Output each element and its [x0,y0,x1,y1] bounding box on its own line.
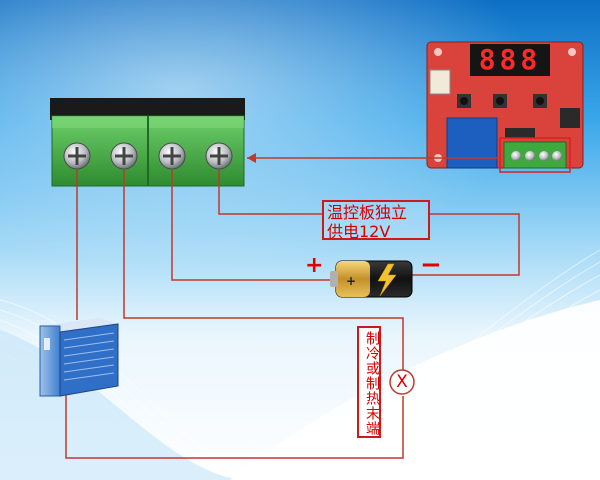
terminal-block-icon [50,98,245,187]
supply-label-line2: 供电12V [327,222,391,241]
terminal-screw-4 [205,142,233,170]
battery-icon: + [330,260,413,298]
board-buttons [457,94,547,108]
terminal-screw-3 [158,142,186,170]
board-terminal-highlight [499,137,571,173]
lamp-load-icon [389,369,415,395]
load-label: 制冷或制热末端 [357,326,381,438]
thermostat-board-icon [426,41,584,173]
background-white-wave [230,300,600,480]
terminal-screw-1 [63,142,91,170]
chiller-unit-icon [39,318,119,397]
supply-label-line1: 温控板独立 [327,203,408,222]
wire-supply-minus [412,213,520,276]
led-display [470,44,550,76]
led-digits: 888 [478,43,542,76]
wires [65,157,520,459]
terminal-screw-2 [110,142,138,170]
wire-load-chiller [65,395,404,459]
relay [446,117,498,169]
svg-text:+: + [346,274,356,288]
battery-plus-sign: + [305,253,324,278]
load-symbol: X [396,372,408,392]
wire-terminal3-plus [171,170,336,281]
arrow-head [247,153,256,163]
wire-terminal4-supply [218,170,322,215]
battery-minus-sign: − [420,250,442,280]
supply-label: 温控板独立 供电12V [322,200,430,241]
wire-terminal2-load [123,170,404,370]
